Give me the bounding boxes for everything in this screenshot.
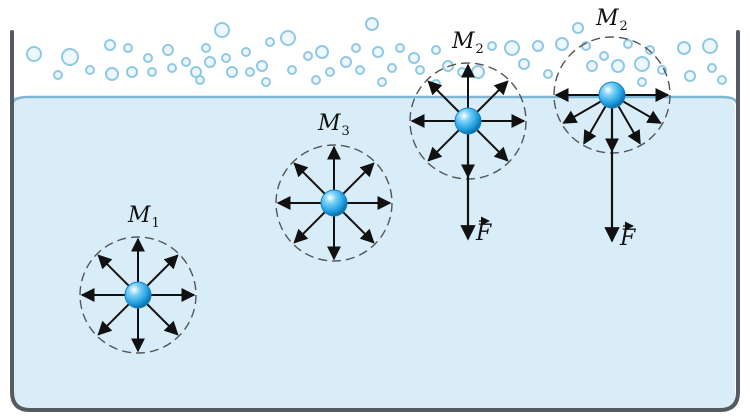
bubble — [214, 22, 230, 38]
bubble — [105, 67, 119, 81]
molecule-ball — [598, 81, 626, 109]
liquid-surface — [10, 95, 739, 105]
bubble — [365, 17, 379, 31]
bubble — [355, 65, 365, 75]
molecule-label: M3 — [317, 111, 350, 139]
action-sphere — [79, 236, 197, 354]
bubble — [195, 75, 205, 85]
bubble — [280, 30, 296, 46]
molecule-ball — [124, 281, 152, 309]
bubble — [599, 51, 609, 61]
bubble — [311, 75, 321, 85]
molecule-m2a: F M2 — [409, 29, 527, 246]
bubble — [221, 53, 231, 63]
molecules-layer: M1 M3F M2F M2 — [79, 6, 671, 354]
bubble — [623, 39, 633, 49]
molecule-ball — [320, 189, 348, 217]
bubble — [265, 37, 275, 47]
bubble — [261, 77, 271, 87]
bubble — [487, 41, 497, 51]
bubble — [104, 39, 116, 51]
bubble — [245, 67, 255, 77]
bubble — [431, 45, 441, 55]
bubble — [645, 45, 655, 55]
vessel — [10, 30, 740, 412]
bubble — [340, 56, 352, 68]
bubble — [702, 38, 718, 54]
bubble — [226, 66, 238, 78]
molecule-label: M2 — [595, 6, 628, 34]
bubble — [717, 75, 727, 85]
molecule-ball — [454, 107, 482, 135]
molecule-label: M1 — [127, 203, 160, 231]
bubble — [532, 40, 544, 52]
bubble — [181, 57, 191, 67]
molecule-m1: M1 — [79, 203, 197, 354]
bubble — [123, 43, 133, 53]
bubble — [555, 37, 569, 51]
bubble — [471, 65, 485, 79]
bubble — [518, 58, 530, 70]
bubble — [543, 69, 553, 79]
bubble — [387, 63, 397, 73]
bubble — [684, 70, 696, 82]
bubble — [408, 52, 420, 64]
bubble — [457, 67, 467, 77]
liquid-body — [14, 97, 735, 408]
bubble — [303, 51, 313, 61]
bubble — [201, 43, 211, 53]
bubble — [204, 56, 216, 68]
bubble — [315, 45, 329, 59]
molecule-label: M2 — [451, 29, 484, 57]
bubble — [241, 47, 251, 57]
bubble — [85, 65, 95, 75]
bubble — [256, 60, 268, 72]
bubble — [325, 67, 335, 77]
bubble — [504, 40, 520, 56]
molecule-m2b: F M2 — [553, 6, 671, 251]
bubble — [677, 41, 691, 55]
bubble — [162, 44, 174, 56]
bubble — [351, 43, 361, 53]
bubble — [61, 48, 79, 66]
bubble — [572, 22, 584, 34]
action-sphere — [275, 144, 393, 262]
force-label: F — [475, 221, 492, 246]
bubble — [287, 65, 297, 75]
molecule-m3: M3 — [275, 111, 393, 262]
bubble — [611, 59, 625, 73]
bubble — [372, 46, 384, 58]
bubble — [634, 56, 650, 72]
bubble — [167, 63, 177, 73]
bubble — [26, 46, 42, 62]
bubble — [707, 63, 717, 73]
bubble — [586, 60, 598, 72]
bubble — [415, 65, 425, 75]
bubble — [147, 67, 157, 77]
force-label: F — [619, 226, 636, 251]
bubble — [53, 70, 63, 80]
bubble — [637, 77, 647, 87]
bubble — [395, 43, 405, 53]
bubble — [143, 53, 153, 63]
bubble — [377, 77, 387, 87]
bubble — [126, 66, 138, 78]
